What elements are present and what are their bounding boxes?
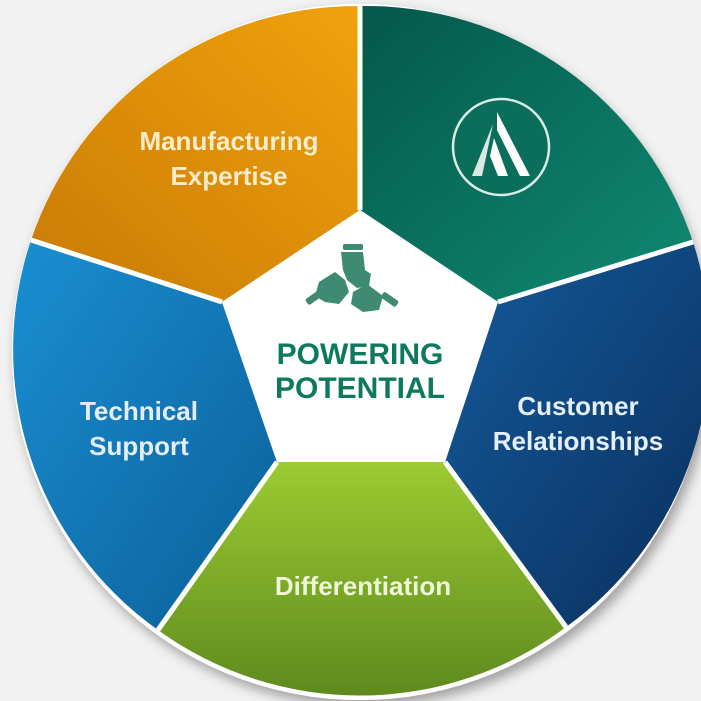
segment-label-differentiation: Differentiation bbox=[275, 571, 451, 601]
segment-dividers bbox=[30, 6, 694, 632]
segment-label-technical-line1: Technical bbox=[80, 396, 198, 426]
brand-logo-icon bbox=[451, 97, 551, 197]
segment-technical bbox=[13, 240, 277, 630]
center-pentagon bbox=[222, 210, 498, 462]
segment-label-technical-line2: Support bbox=[89, 431, 189, 461]
center-title-line2: POTENTIAL bbox=[275, 372, 445, 405]
center-title-line1: POWERING bbox=[277, 338, 444, 371]
segment-customer bbox=[445, 242, 701, 627]
segment-label-manufacturing-line2: Expertise bbox=[170, 161, 287, 191]
segment-manufacturing bbox=[31, 5, 360, 302]
segment-label-manufacturing-line1: Manufacturing bbox=[139, 126, 318, 156]
segment-label-customer-line1: Customer bbox=[517, 391, 638, 421]
segment-label-customer-line2: Relationships bbox=[493, 426, 663, 456]
segment-differentiation bbox=[158, 462, 566, 696]
hands-together-icon bbox=[305, 244, 399, 312]
